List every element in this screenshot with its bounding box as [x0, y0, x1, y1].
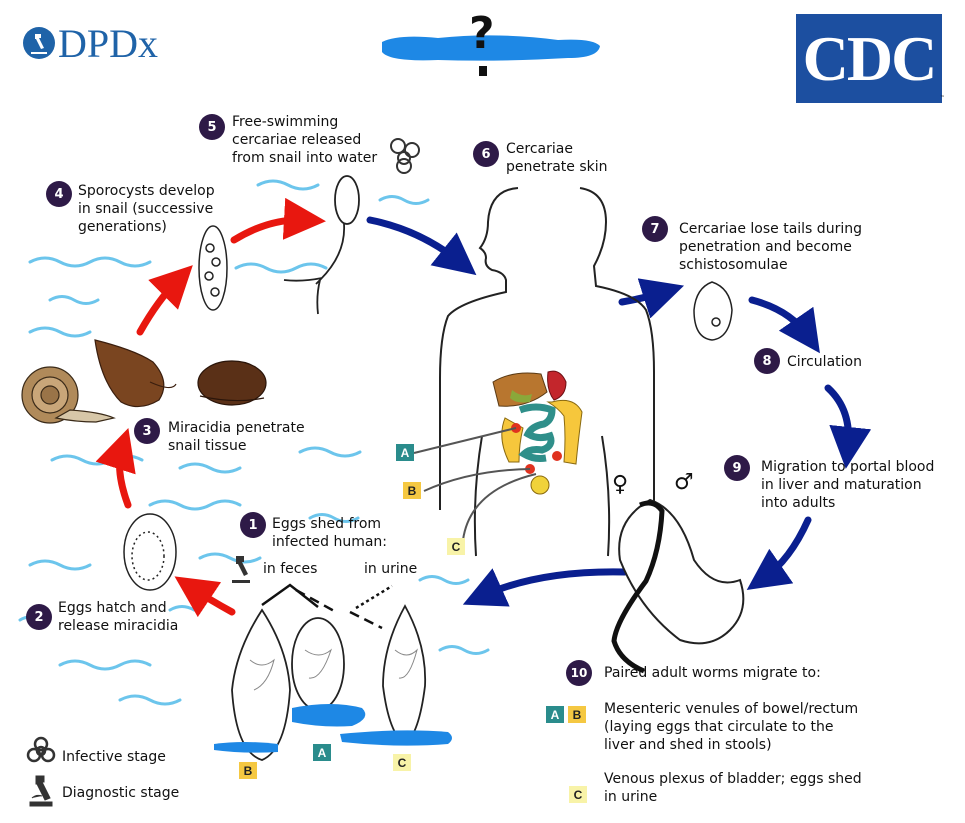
biohazard-icon: [26, 736, 56, 763]
step-2-badge: 2: [26, 604, 52, 630]
organs: [492, 370, 583, 495]
legend: Infective stage Diagnostic stage: [24, 736, 224, 810]
step-10-badge: 10: [566, 660, 592, 686]
microscope-icon: [29, 775, 53, 807]
egg-label-urine: in urine: [364, 561, 418, 577]
badge-leaders: [413, 427, 537, 541]
step-7-badge: 7: [642, 216, 668, 242]
step-7-label: Cercariae lose tails during penetration …: [679, 221, 862, 273]
step-5-label: Free-swimming cercariae released from sn…: [232, 114, 378, 166]
egg-lines: [261, 583, 393, 630]
legend-item-infective: Infective stage: [24, 736, 224, 766]
step-5-badge: 5: [199, 114, 225, 140]
body-badge-b: B: [403, 482, 421, 499]
step-1-badge: 1: [240, 512, 266, 538]
dpdx-logo: DPDx: [18, 18, 183, 68]
step-6-label: Cercariae penetrate skin: [506, 141, 608, 175]
snail-left: [21, 366, 116, 424]
cercaria: [283, 175, 360, 315]
miracidium: [123, 513, 177, 591]
red-arrows: [95, 197, 326, 618]
microscope-icon-step1: [232, 556, 250, 583]
target-1-badge-a: A: [546, 706, 564, 723]
step-1-label: Eggs shed from infected human:: [272, 516, 387, 550]
schistosomula: [693, 281, 733, 341]
egg-badge-c: C: [393, 754, 411, 771]
redaction-bar: [382, 35, 600, 61]
step-9-label: Migration to portal blood in liver and m…: [761, 459, 935, 511]
egg-label-feces: in feces: [263, 561, 318, 577]
legend-diagnostic-label: Diagnostic stage: [62, 785, 180, 801]
redacted-title-glyph: ?: [469, 8, 495, 59]
body-badge-c: C: [447, 538, 465, 555]
blue-arrows: [366, 216, 872, 607]
egg-badge-a: A: [313, 744, 331, 761]
step-8-badge: 8: [754, 348, 780, 374]
step-9-badge: 9: [724, 455, 750, 481]
step-4-label: Sporocysts develop in snail (successive …: [78, 183, 215, 235]
redacted-title: ?: [378, 8, 604, 84]
snail-right: [197, 360, 267, 406]
step-10-label: Paired adult worms migrate to:: [604, 665, 821, 681]
adult-worms: [611, 498, 745, 674]
step-3-label: Miracidia penetrate snail tissue: [168, 420, 305, 454]
body-badge-a: A: [396, 444, 414, 461]
egg-badge-b: B: [239, 762, 257, 779]
dpdx-logo-text: DPDx: [58, 21, 159, 66]
human-body: [439, 187, 655, 557]
target-1-badge-b: B: [568, 706, 586, 723]
cdc-logo-text: CDC: [802, 22, 938, 94]
microscope-logo-icon: [23, 27, 55, 59]
step-8-label: Circulation: [787, 354, 862, 370]
snail-middle: [94, 339, 177, 408]
biohazard-icon-step5: [390, 138, 420, 174]
target-2-text: Venous plexus of bladder; eggs shed in u…: [604, 771, 862, 805]
target-1-text: Mesenteric venules of bowel/rectum (layi…: [604, 701, 859, 753]
sporocyst: [198, 225, 228, 311]
step-6-badge: 6: [473, 141, 499, 167]
egg-redactions: [214, 704, 452, 753]
step-2-label: Eggs hatch and release miracidia: [58, 600, 179, 634]
step-4-badge: 4: [46, 181, 72, 207]
redaction-dot: [479, 66, 487, 76]
target-2-badge-c: C: [569, 786, 587, 803]
trademark: ™: [940, 95, 945, 101]
male-symbol: ♂: [674, 470, 694, 495]
legend-infective-label: Infective stage: [62, 749, 166, 765]
cdc-logo: CDC: [796, 14, 942, 103]
step-3-badge: 3: [134, 418, 160, 444]
female-symbol: ♀: [612, 472, 629, 497]
legend-item-diagnostic: Diagnostic stage: [24, 774, 224, 808]
